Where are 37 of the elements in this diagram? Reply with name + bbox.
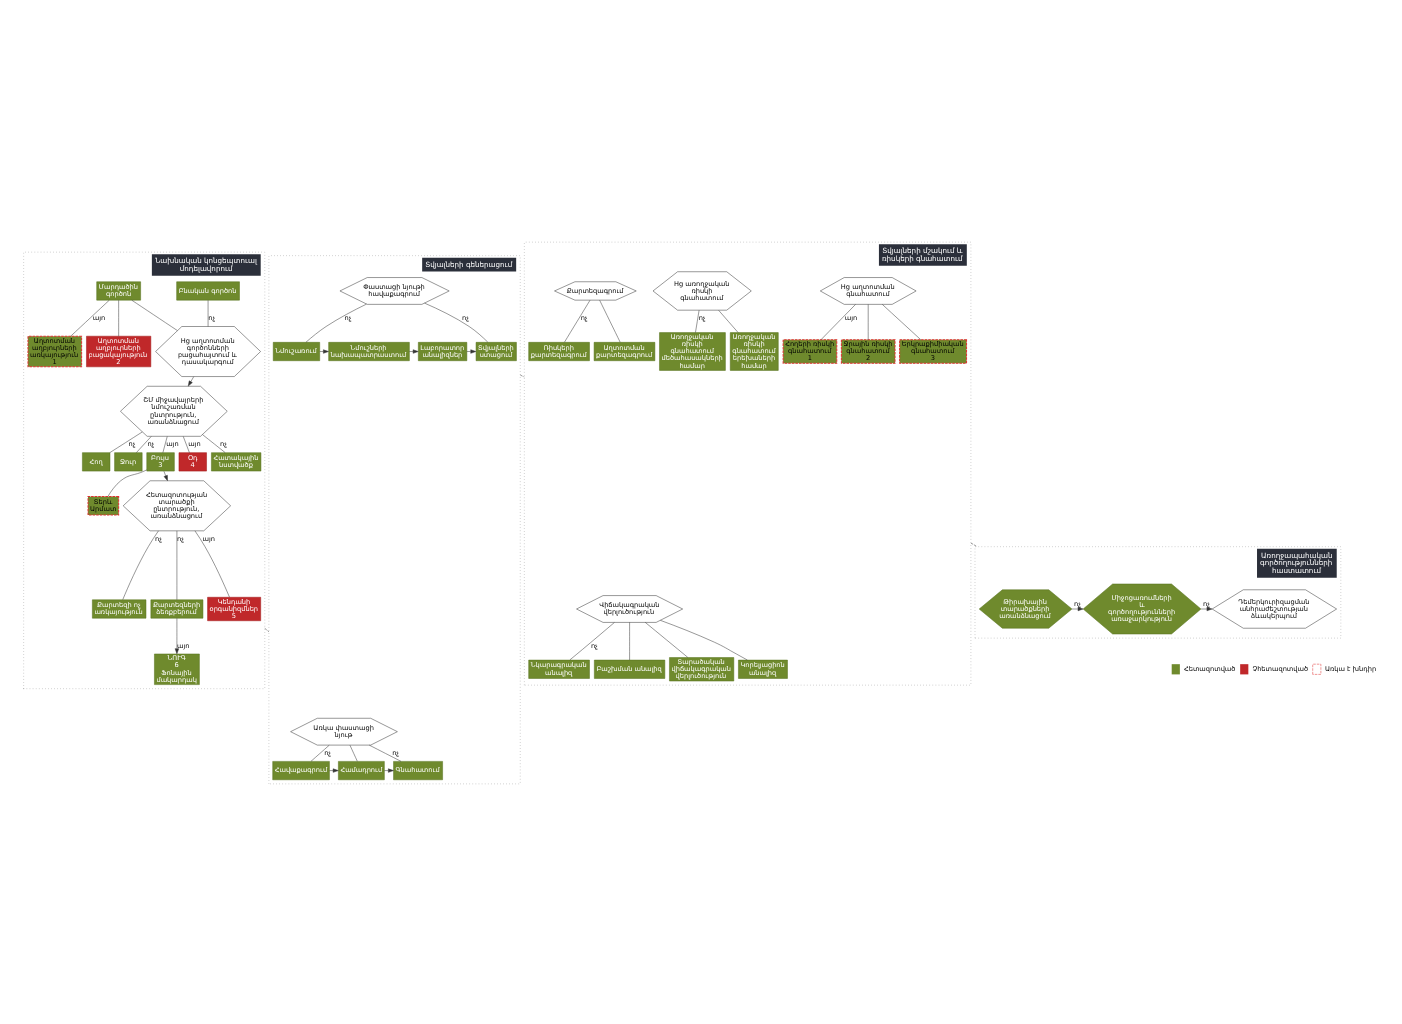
arrow: [1200, 605, 1213, 611]
connector: [867, 303, 869, 339]
arrow: [329, 767, 339, 772]
connector: [424, 301, 489, 342]
arrow: [1071, 605, 1084, 611]
connector: [109, 430, 143, 452]
connector: [644, 621, 688, 657]
connector: [70, 299, 110, 336]
arrow: [319, 348, 329, 353]
connector: [131, 299, 178, 330]
connector: [176, 529, 178, 599]
connector: [118, 299, 119, 336]
connector: [349, 743, 358, 761]
connector: [369, 743, 402, 761]
arrow: [384, 767, 394, 772]
arrow: [187, 375, 194, 386]
connector: [820, 303, 856, 339]
connector: [660, 619, 748, 660]
connector: [569, 621, 615, 660]
connector: [599, 299, 621, 342]
arrow: [466, 348, 477, 353]
arrow: [174, 617, 179, 654]
arrow: [163, 470, 168, 480]
connector: [107, 468, 147, 496]
connector: [207, 299, 209, 326]
connector: [136, 435, 152, 452]
connector: [718, 309, 739, 332]
connector: [162, 435, 168, 452]
connector: [695, 309, 700, 332]
connector: [629, 621, 630, 660]
arrow: [409, 348, 419, 353]
connector: [122, 529, 159, 599]
connector: [202, 433, 226, 452]
connector: [310, 743, 330, 761]
connector: [882, 303, 922, 339]
connector: [305, 302, 367, 342]
connector: [564, 299, 591, 342]
